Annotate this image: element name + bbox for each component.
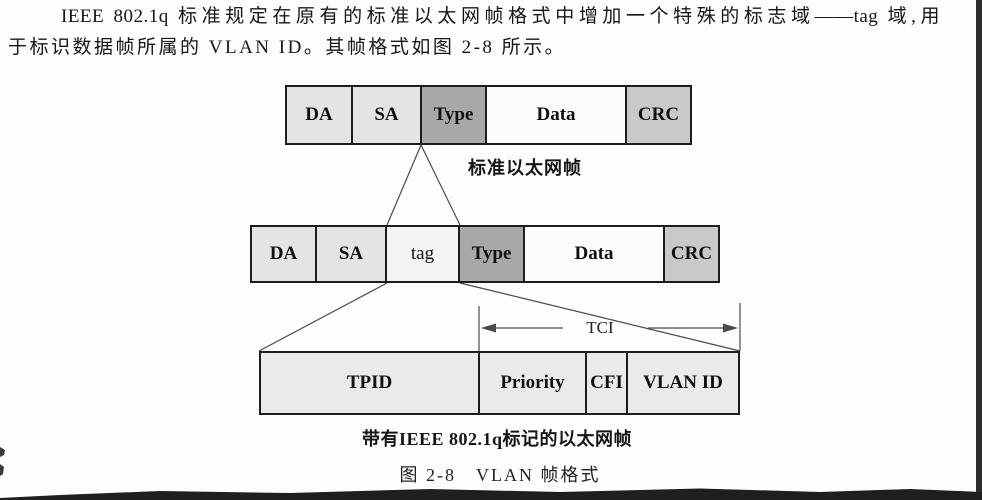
field-cfi: CFI	[587, 353, 628, 413]
standard-frame-caption: 标准以太网帧	[468, 158, 582, 178]
field-type: Type	[422, 87, 487, 143]
expansion-line-right-bottom	[459, 282, 741, 352]
tagged-ethernet-frame: DA SA tag Type Data CRC	[250, 225, 720, 283]
field-type: Type	[460, 227, 525, 281]
field-crc: CRC	[665, 227, 718, 281]
field-crc: CRC	[627, 87, 690, 143]
paragraph-line-1: IEEE 802.1q 标准规定在原有的标准以太网帧格式中增加一个特殊的标志域—…	[61, 6, 940, 27]
field-sa: SA	[317, 227, 387, 281]
expansion-line-left-bottom	[258, 282, 388, 352]
tci-arrowhead-left	[481, 323, 496, 333]
tagged-frame-caption: 带有IEEE 802.1q标记的以太网帧	[361, 429, 633, 449]
field-da: DA	[252, 227, 317, 281]
field-sa: SA	[353, 87, 422, 143]
tci-arrowhead-right	[723, 323, 738, 333]
figure-caption: 图 2-8 VLAN 帧格式	[399, 465, 601, 485]
scan-edge-right	[976, 0, 982, 500]
field-data: Data	[487, 87, 627, 143]
expansion-line-left-top	[386, 144, 422, 226]
standard-ethernet-frame: DA SA Type Data CRC	[285, 85, 692, 145]
tci-label: TCI	[586, 318, 614, 337]
field-tag: tag	[387, 227, 460, 281]
field-tpid: TPID	[261, 353, 480, 413]
scan-mark-left-2	[0, 464, 4, 476]
tag-detail-frame: TPID Priority CFI VLAN ID	[259, 351, 740, 415]
field-priority: Priority	[480, 353, 587, 413]
scan-edge-bottom	[0, 488, 982, 500]
field-da: DA	[287, 87, 353, 143]
paragraph-line-2: 于标识数据帧所属的 VLAN ID。其帧格式如图 2-8 所示。	[8, 37, 567, 58]
field-data: Data	[525, 227, 665, 281]
field-vlan-id: VLAN ID	[628, 353, 738, 413]
scan-mark-left-1	[0, 447, 5, 457]
